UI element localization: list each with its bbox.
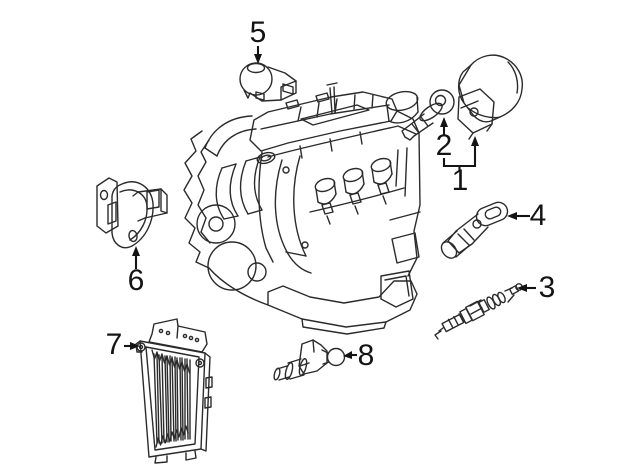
part-2-ignition-coil-bolt[interactable] [401, 89, 455, 141]
part-3-spark-plug[interactable] [434, 283, 523, 340]
callout-7-arrowhead [130, 342, 140, 350]
part-1-ignition-coil[interactable] [457, 54, 524, 140]
callout-2-label[interactable]: 2 [435, 129, 453, 162]
callout-2-arrowhead [440, 117, 448, 127]
callout-3-label[interactable]: 3 [538, 271, 556, 304]
callout-7-label[interactable]: 7 [105, 328, 123, 361]
part-5-knock-sensor[interactable] [239, 62, 297, 102]
callout-8-arrowhead [343, 351, 352, 359]
callout-6-label[interactable]: 6 [127, 264, 145, 297]
part-8-camshaft-adjuster-solenoid[interactable] [273, 339, 346, 381]
part-4-camshaft-position-sensor[interactable] [438, 200, 510, 261]
callout-6-arrowhead [132, 246, 140, 256]
callout-1-arrowhead [471, 136, 479, 146]
callout-8-label[interactable]: 8 [357, 339, 375, 372]
callout-5-arrowhead [254, 54, 262, 64]
callout-4-arrowhead [507, 212, 517, 220]
callout-3-arrowhead [517, 284, 527, 292]
callout-5-label[interactable]: 5 [249, 16, 267, 49]
callout-1-label[interactable]: 1 [451, 164, 469, 197]
part-6-crankshaft-position-sensor[interactable] [96, 177, 168, 249]
engine-assembly [183, 82, 421, 335]
part-7-engine-control-module[interactable] [135, 318, 213, 464]
callout-4-label[interactable]: 4 [529, 199, 547, 232]
callout-leaders [124, 46, 536, 359]
